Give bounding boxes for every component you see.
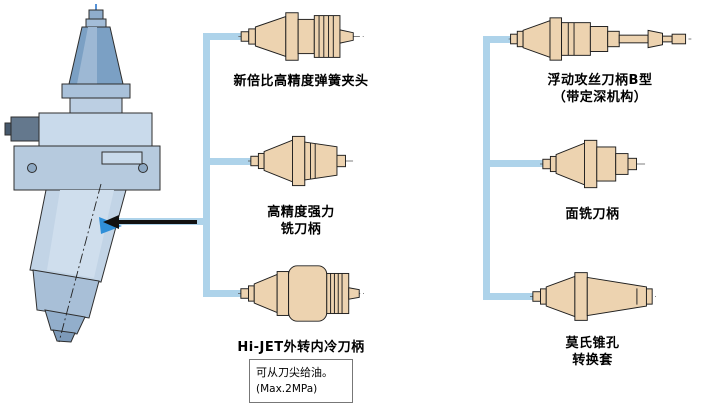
collet-chuck-illustration [238, 12, 364, 61]
connector-right-vertical [483, 36, 490, 300]
tool-label-line: Hi-JET外转内冷刀柄 [237, 340, 365, 355]
tool-label-floating-tap-holder: 浮动攻丝刀柄B型 （带定深机构） [500, 72, 700, 106]
tool-label-hijet-holder: Hi-JET外转内冷刀柄 [213, 339, 389, 356]
connector-middle-stub-bottom [210, 290, 248, 297]
floating-tap-holder-illustration [508, 17, 692, 61]
note-line: 可从刀尖给油。 [256, 366, 333, 379]
tool-label-face-mill-holder: 面铣刀柄 [500, 206, 685, 223]
face-mill-holder-illustration [539, 139, 646, 189]
tool-block-face-mill-holder: 面铣刀柄 [500, 134, 685, 223]
tool-label-milling-chuck: 高精度强力 铣刀柄 [213, 204, 389, 238]
tool-label-morse-taper-sleeve: 莫氏锥孔 转换套 [500, 335, 685, 369]
tool-block-morse-taper-sleeve: 莫氏锥孔 转换套 [500, 266, 685, 369]
connector-right-stub-bottom [490, 293, 534, 300]
tool-label-line: （带定深机构） [552, 90, 648, 106]
angle-head-drawing [4, 4, 161, 343]
tool-label-line: 高精度强力 [267, 205, 335, 220]
morse-taper-sleeve-illustration [529, 272, 656, 321]
mount-direction-arrow [103, 215, 197, 229]
connector-right-stub-top [490, 36, 516, 43]
note-line: (Max.2MPa) [256, 382, 318, 395]
tool-label-line: 莫氏锥孔 [565, 336, 620, 351]
tool-label-collet-chuck: 新倍比高精度弹簧夹头 [213, 73, 389, 90]
tool-block-hijet-holder: Hi-JET外转内冷刀柄 [213, 262, 389, 356]
connector-middle-vertical [203, 33, 210, 297]
tool-label-line: 面铣刀柄 [565, 207, 620, 222]
tool-label-line: 铣刀柄 [280, 222, 322, 238]
tool-label-line: 转换套 [572, 353, 613, 369]
coolant-note-box: 可从刀尖给油。 (Max.2MPa) [249, 359, 353, 403]
connector-middle-stub-top [210, 33, 248, 40]
tool-block-milling-chuck: 高精度强力 铣刀柄 [213, 130, 389, 238]
connector-middle-stub-mid [210, 158, 255, 165]
hijet-holder-illustration [238, 265, 364, 322]
tool-label-line: 浮动攻丝刀柄B型 [547, 73, 653, 88]
milling-chuck-illustration [248, 135, 354, 187]
connector-right-stub-mid [490, 160, 545, 167]
angle-head-illustration [2, 4, 197, 346]
tool-block-floating-tap-holder: 浮动攻丝刀柄B型 （带定深机构） [500, 14, 700, 106]
tool-label-line: 新倍比高精度弹簧夹头 [233, 74, 369, 89]
tool-block-collet-chuck: 新倍比高精度弹簧夹头 [213, 8, 389, 90]
